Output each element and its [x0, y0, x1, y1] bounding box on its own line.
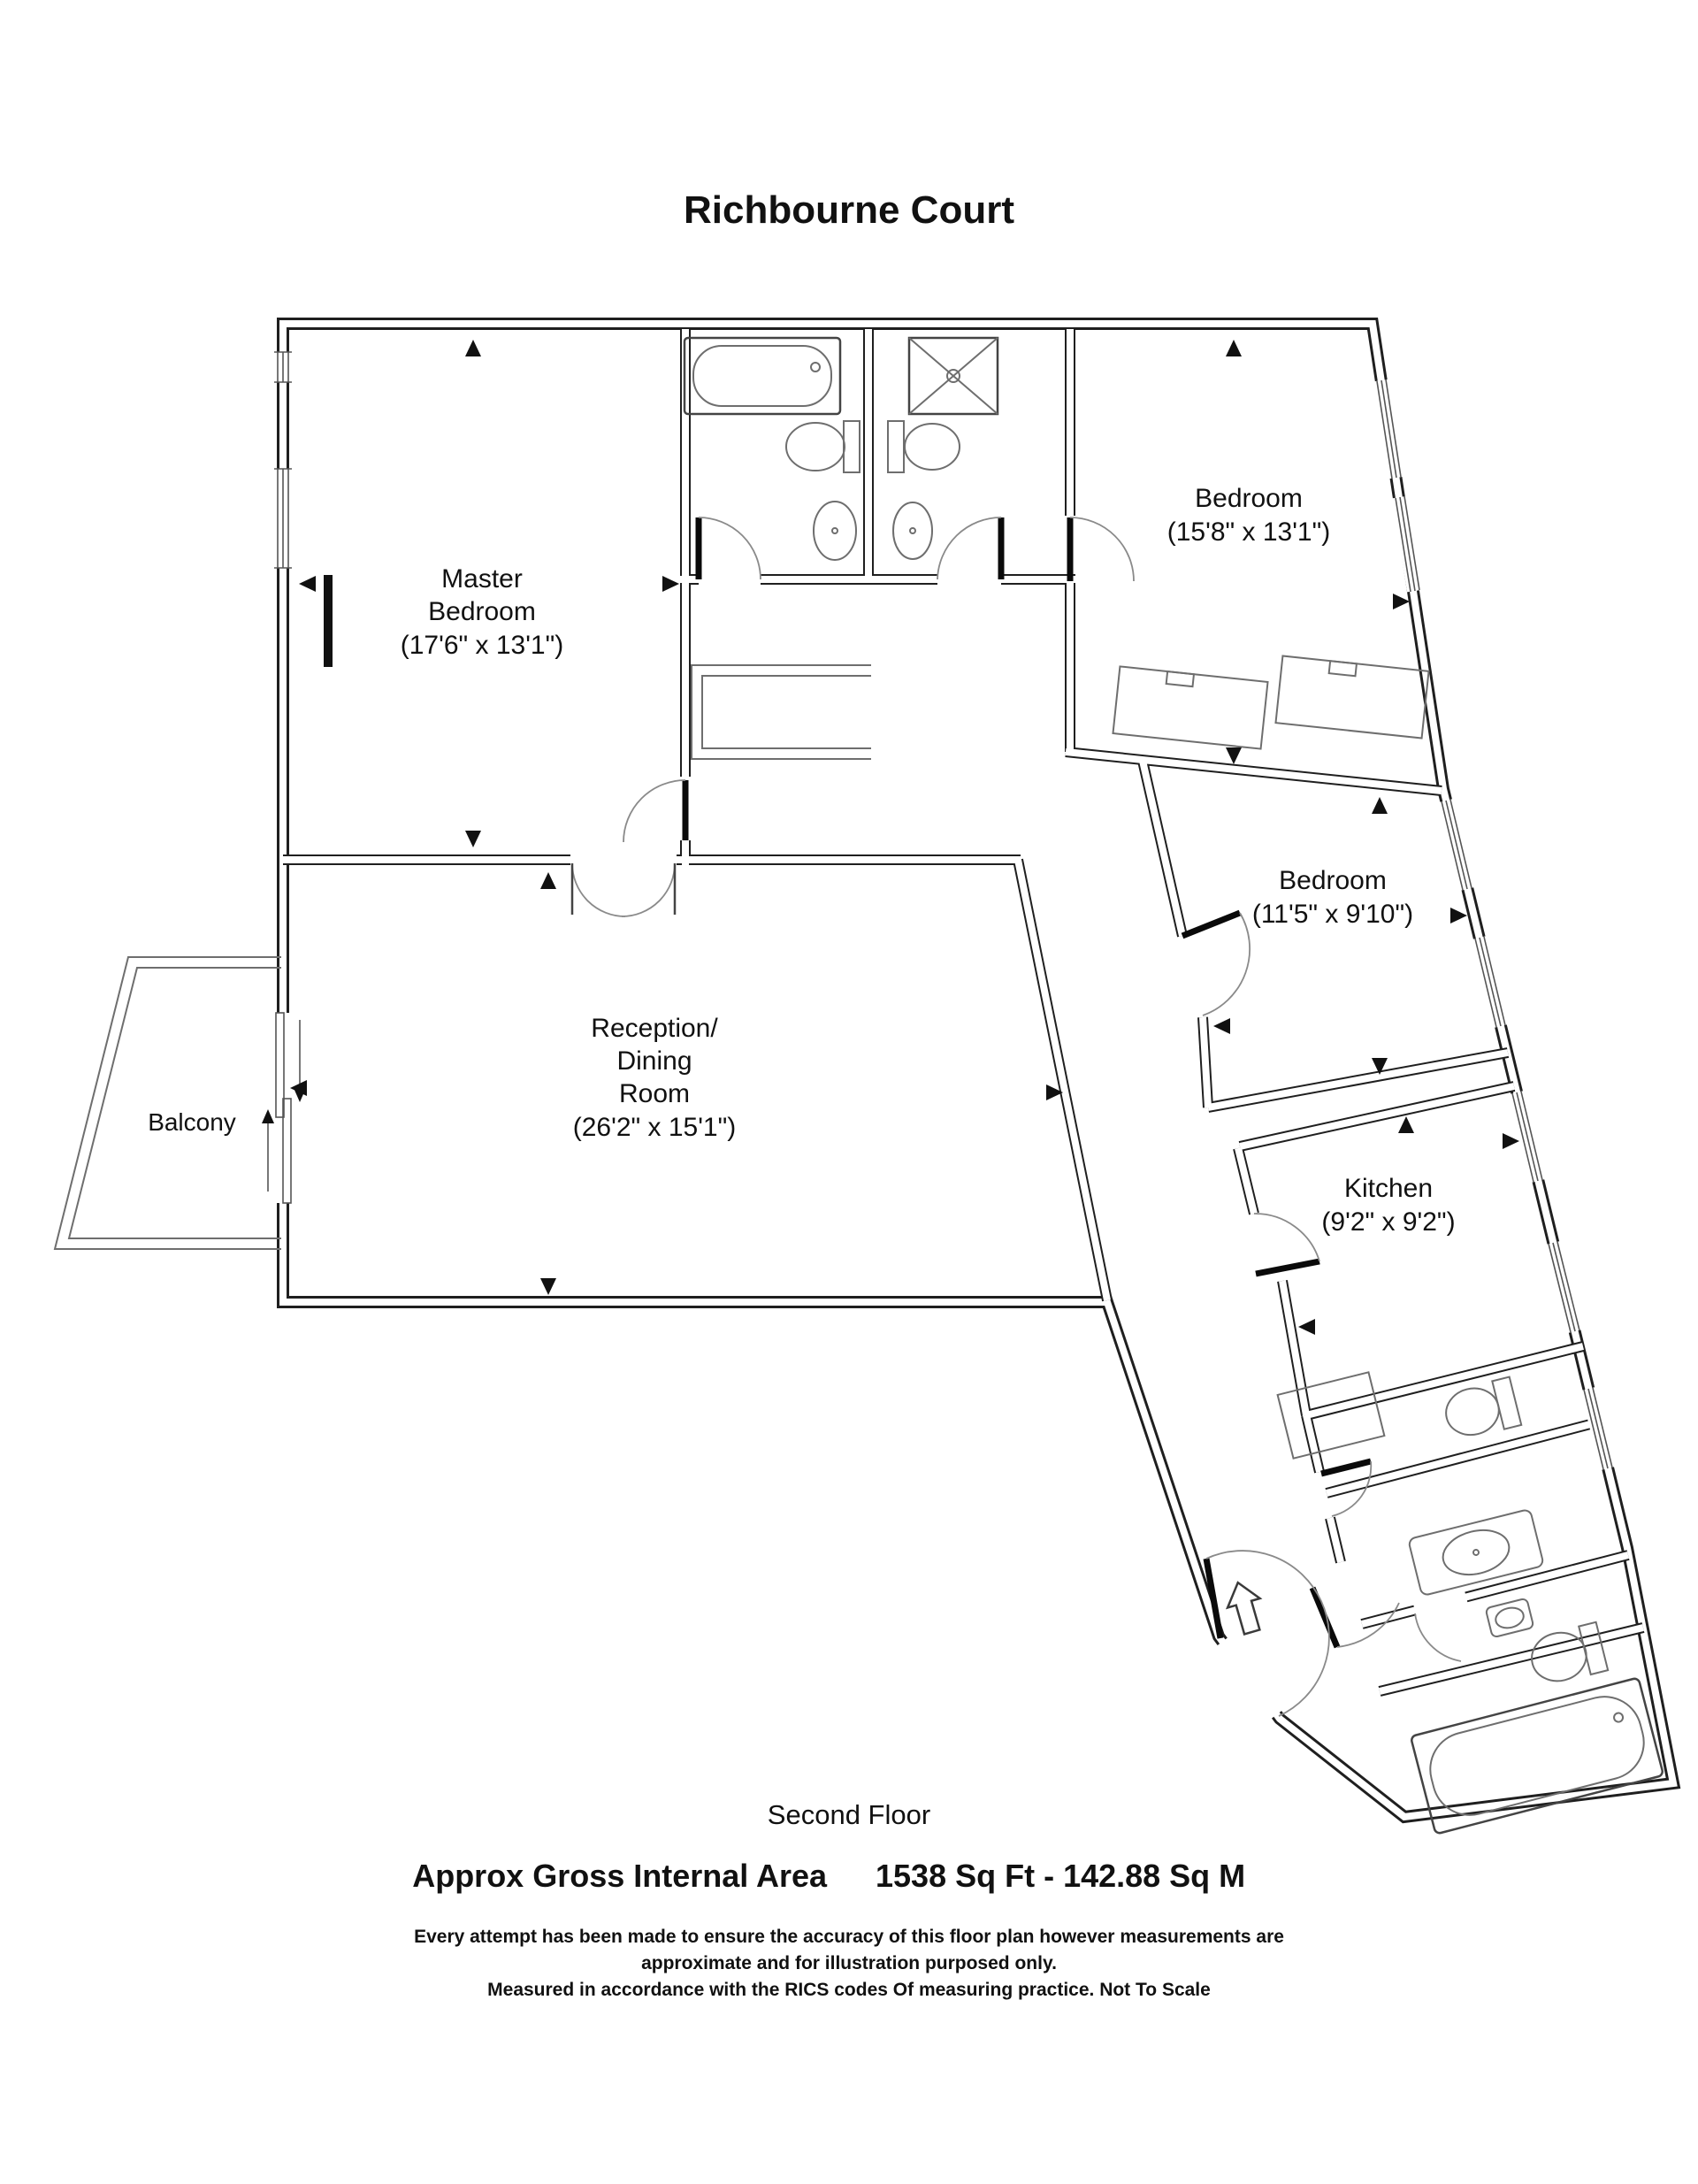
balcony-outline: [53, 956, 306, 1250]
measure-arrow-icon: [1372, 1058, 1388, 1075]
svg-text:Bedroom: Bedroom: [1279, 866, 1387, 895]
measure-arrow-icon: [1298, 1319, 1315, 1335]
shower-icon: [907, 336, 999, 416]
measure-arrow-icon: [1226, 340, 1242, 356]
bedroom-mid-label: Bedroom (11'5" x 9'10"): [1252, 866, 1413, 929]
svg-text:Bedroom: Bedroom: [1195, 484, 1303, 513]
svg-text:(17'6" x 13'1"): (17'6" x 13'1"): [401, 631, 564, 660]
window-icon: [1438, 798, 1475, 892]
kitchen-label: Kitchen (9'2" x 9'2"): [1321, 1174, 1455, 1237]
svg-text:approximate and for illustrati: approximate and for illustration purpose…: [641, 1953, 1057, 1973]
svg-text:Room: Room: [619, 1079, 690, 1108]
svg-text:1538 Sq Ft - 142.88 Sq M: 1538 Sq Ft - 142.88 Sq M: [876, 1858, 1245, 1894]
area-line: Approx Gross Internal Area 1538 Sq Ft - …: [412, 1858, 1245, 1894]
svg-text:Dining: Dining: [616, 1046, 692, 1076]
cupboard-icon: [1276, 1371, 1386, 1460]
measure-arrow-icon: [540, 1278, 556, 1295]
doors: [570, 517, 1469, 1720]
window-icon: [1509, 1090, 1546, 1184]
measure-arrows: [290, 340, 1519, 1335]
svg-text:Bedroom: Bedroom: [428, 597, 536, 626]
door-bedroom-mid: [1181, 909, 1251, 1016]
sink-icon: [1408, 1509, 1544, 1596]
wardrobe-icon: [1112, 665, 1269, 750]
measure-arrow-icon: [465, 340, 481, 356]
outer-walls: [277, 318, 1681, 1824]
measure-arrow-icon: [299, 576, 316, 592]
measure-arrow-icon: [1450, 908, 1467, 923]
floor-label: Second Floor: [768, 1799, 930, 1830]
window-icon: [1392, 495, 1423, 593]
bathtub-icon: [1411, 1677, 1664, 1835]
wardrobe-icon: [691, 664, 871, 760]
bedroom-top-label: Bedroom (15'8" x 13'1"): [1167, 484, 1331, 547]
measure-arrow-icon: [1398, 1116, 1414, 1133]
measure-arrow-icon: [1393, 594, 1410, 609]
sink-icon: [1485, 1598, 1534, 1638]
svg-text:(9'2" x 9'2"): (9'2" x 9'2"): [1321, 1207, 1455, 1237]
door-wc: [1320, 1458, 1373, 1517]
door-bathroom-lower: [1309, 1586, 1400, 1649]
sink-icon: [892, 502, 933, 560]
door-reception-double: [570, 862, 677, 917]
toilet-icon: [887, 420, 960, 473]
measure-arrow-icon: [1372, 797, 1388, 814]
door-bedroom-top: [1067, 517, 1135, 582]
measure-arrow-icon: [662, 576, 679, 592]
sliding-door-icon: [262, 1012, 306, 1204]
measure-arrow-icon: [290, 1080, 307, 1096]
svg-text:Master: Master: [441, 564, 523, 594]
bathtub-icon: [683, 336, 842, 416]
column: [324, 575, 333, 667]
interior-walls: [283, 329, 1645, 1697]
toilet-icon: [1531, 1621, 1610, 1682]
door-bathroom1: [695, 517, 761, 580]
wardrobe-icon: [1274, 655, 1430, 739]
window-icon: [1373, 379, 1404, 479]
measure-arrow-icon: [1213, 1018, 1230, 1034]
window-icon: [1545, 1240, 1583, 1334]
measure-arrow-icon: [540, 872, 556, 889]
door-master: [623, 779, 689, 843]
room-labels: Richbourne Court Master Bedroom (17'6" x…: [148, 188, 1455, 2000]
sink-icon: [813, 501, 857, 561]
fixtures: [324, 336, 1664, 1835]
window-icon: [1580, 1386, 1616, 1471]
svg-text:(26'2" x 15'1"): (26'2" x 15'1"): [573, 1113, 737, 1142]
door-wc2: [1412, 1590, 1469, 1662]
window-icon: [274, 351, 292, 383]
balcony-label: Balcony: [148, 1108, 236, 1136]
window-icon: [274, 468, 292, 569]
disclaimer: Every attempt has been made to ensure th…: [414, 1927, 1284, 2000]
svg-text:Every attempt has been made to: Every attempt has been made to ensure th…: [414, 1927, 1284, 1947]
entrance-arrow-icon: [1225, 1581, 1263, 1636]
measure-arrow-icon: [1503, 1133, 1519, 1149]
toilet-icon: [785, 420, 860, 473]
svg-text:(11'5" x 9'10"): (11'5" x 9'10"): [1252, 900, 1413, 929]
master-bedroom-label: Master Bedroom (17'6" x 13'1"): [401, 564, 564, 660]
door-kitchen: [1253, 1213, 1320, 1277]
entrance-door: [1203, 1550, 1330, 1720]
measure-arrow-icon: [1046, 1084, 1063, 1100]
window-icon: [1472, 935, 1509, 1029]
svg-text:Kitchen: Kitchen: [1344, 1174, 1433, 1203]
reception-label: Reception/ Dining Room (26'2" x 15'1"): [573, 1014, 737, 1142]
measure-arrow-icon: [1226, 747, 1242, 764]
door-bathroom2: [937, 517, 1005, 580]
page-title: Richbourne Court: [684, 188, 1014, 232]
svg-text:Reception/: Reception/: [591, 1014, 718, 1043]
toilet-icon: [1445, 1376, 1523, 1437]
windows: [274, 351, 1616, 1471]
svg-text:Measured in accordance with th: Measured in accordance with the RICS cod…: [487, 1980, 1211, 2000]
svg-text:Approx Gross Internal Area: Approx Gross Internal Area: [412, 1858, 828, 1894]
svg-text:(15'8" x 13'1"): (15'8" x 13'1"): [1167, 517, 1331, 547]
measure-arrow-icon: [465, 831, 481, 847]
